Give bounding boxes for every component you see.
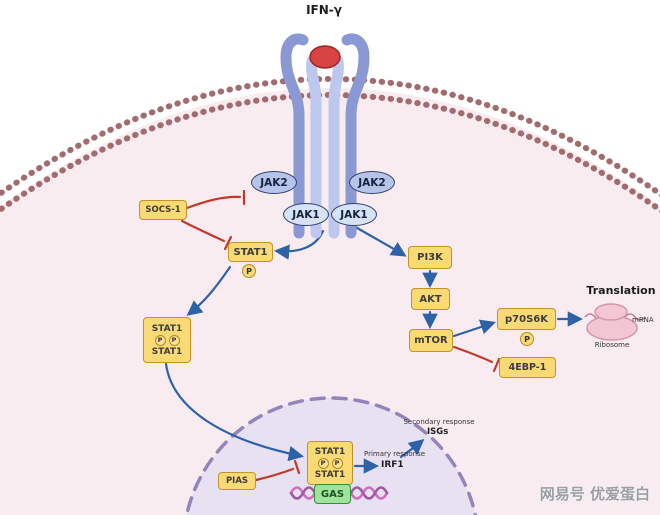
isgs-label: ISGs bbox=[427, 427, 449, 437]
pi3k-box: PI3K bbox=[408, 246, 452, 269]
phospho-circle: P bbox=[331, 457, 343, 469]
irf1-label: IRF1 bbox=[381, 460, 404, 470]
jak2-left-ellipse: JAK2 bbox=[251, 171, 297, 194]
phospho-circle: P bbox=[154, 334, 166, 346]
phospho-circle: P bbox=[520, 332, 534, 346]
ifn-gamma-ligand bbox=[309, 45, 341, 69]
stat1-box: STAT1 bbox=[228, 242, 273, 262]
primary-response-label: Primary response bbox=[364, 450, 426, 458]
gas-element-box: GAS bbox=[314, 484, 351, 504]
akt-box: AKT bbox=[411, 288, 450, 310]
stat1-label: STAT1 bbox=[314, 469, 346, 480]
socs1-box: SOCS-1 bbox=[139, 200, 187, 220]
cell-interior bbox=[0, 88, 660, 515]
inhibition-lines bbox=[180, 189, 501, 482]
jak1-left-ellipse: JAK1 bbox=[283, 203, 329, 226]
watermark: 网易号 优爱蛋白 bbox=[539, 485, 650, 503]
phospho-circle: P bbox=[317, 457, 329, 469]
stat1-dimer-nucleus-box: STAT1 P P STAT1 bbox=[307, 441, 353, 485]
stat1-label: STAT1 bbox=[314, 446, 346, 457]
p70s6k-box: p70S6K bbox=[497, 308, 556, 330]
secondary-response-label: Secondary response bbox=[403, 418, 475, 426]
phospho-row: P P bbox=[154, 334, 180, 346]
mtor-box: mTOR bbox=[409, 329, 453, 352]
stat1-dimer-box: STAT1 P P STAT1 bbox=[143, 317, 191, 363]
4ebp1-box: 4EBP-1 bbox=[499, 357, 556, 378]
phospho-row: P P bbox=[317, 457, 343, 469]
pias-box: PIAS bbox=[218, 472, 256, 490]
ifn-receptor bbox=[280, 33, 370, 239]
stat1-label: STAT1 bbox=[151, 323, 183, 334]
translation-label: Translation bbox=[586, 284, 656, 297]
ribosome-label: Ribosome bbox=[594, 341, 630, 349]
stat1-label: STAT1 bbox=[151, 346, 183, 357]
jak1-right-ellipse: JAK1 bbox=[331, 203, 377, 226]
ifn-gamma-label: IFN-γ bbox=[306, 3, 342, 17]
phospho-circle: P bbox=[242, 264, 256, 278]
phospho-circle: P bbox=[168, 334, 180, 346]
jak2-right-ellipse: JAK2 bbox=[349, 171, 395, 194]
ribosome-icon bbox=[584, 303, 646, 341]
mrna-label: mRNA bbox=[632, 316, 654, 324]
